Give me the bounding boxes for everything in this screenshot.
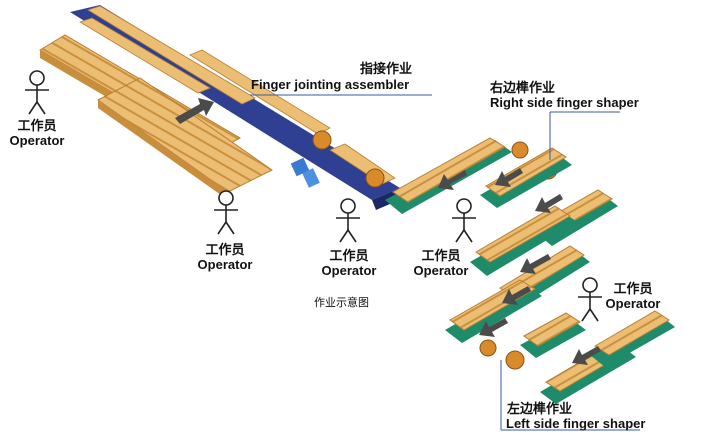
flow-arrow-4 (520, 254, 551, 274)
operator-figure-5 (578, 277, 602, 322)
press-unit (290, 157, 310, 177)
flow-arrow-2 (495, 168, 523, 187)
operator-label-zh: 工作员 (613, 282, 653, 297)
operator-label-en: Operator (321, 263, 377, 279)
operator-label-en: Operator (9, 133, 65, 149)
operator-label-3: 工作员 Operator (316, 249, 382, 279)
flow-arrows (438, 168, 601, 365)
conveyor-board-3 (79, 17, 211, 94)
finger-jointing-label-en: Finger jointing assembler (251, 77, 410, 92)
finger-jointing-label-zh: 指接作业 (360, 62, 413, 77)
motor-1 (312, 130, 332, 150)
operator-label-4: 工作员 Operator (408, 249, 474, 279)
left-shaper-wood-4 (594, 310, 670, 356)
operator-label-en: Operator (413, 263, 469, 279)
operator-label-2: 工作员 Operator (192, 243, 258, 273)
operator-label-en: Operator (605, 296, 661, 312)
motor-2 (365, 168, 385, 188)
flow-arrow-1 (438, 170, 467, 190)
flow-arrow-7 (572, 346, 601, 365)
operator-figure-2 (214, 190, 238, 235)
operator-label-zh: 工作员 (17, 119, 57, 134)
middle-wood-1 (475, 205, 571, 263)
feed-arrow (175, 98, 214, 124)
right-shaper-label-zh: 右边榫作业 (490, 81, 556, 96)
wood-stack-lower (97, 77, 273, 193)
flow-arrow-6 (479, 318, 508, 337)
press-unit-2 (302, 168, 320, 188)
operator-label-5: 工作员 Operator (600, 282, 666, 312)
motor-6 (505, 350, 525, 370)
left-shaper-wood-1 (449, 279, 536, 331)
motor-3 (511, 141, 529, 159)
flow-arrow-3 (535, 194, 563, 213)
left-shaper-label-en: Left side finger shaper (506, 416, 646, 431)
operator-label-zh: 工作员 (329, 249, 369, 264)
left-shaper-wood-2 (523, 312, 581, 347)
operator-label-zh: 工作员 (205, 243, 245, 258)
left-shaper-label-zh: 左边榫作业 (507, 402, 573, 417)
right-shaper-wood-1 (392, 137, 506, 203)
flow-arrow-5 (502, 286, 531, 305)
motor-5 (479, 339, 497, 357)
operator-figure-1 (25, 70, 49, 115)
operator-figure-3 (336, 198, 360, 243)
wood-stack-lower-side (98, 100, 228, 200)
operator-label-1: 工作员 Operator (4, 119, 70, 149)
conveyor-board-1 (87, 5, 256, 105)
right-shaper-label-en: Right side finger shaper (490, 95, 639, 110)
operator-figure-4 (452, 198, 476, 243)
diagram-caption: 作业示意图 (314, 296, 369, 309)
operator-label-zh: 工作员 (421, 249, 461, 264)
conveyor-board-2 (189, 49, 331, 135)
operator-label-en: Operator (197, 257, 253, 273)
